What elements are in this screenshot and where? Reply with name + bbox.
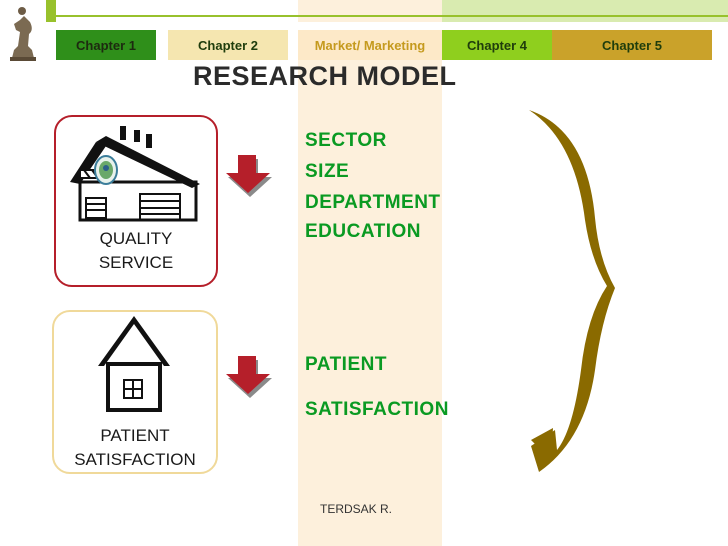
house-icon — [94, 314, 174, 419]
down-arrow-icon — [224, 356, 276, 407]
chess-piece-icon — [0, 0, 46, 64]
variable-patient: PATIENT — [305, 354, 387, 375]
top-stripe-3 — [442, 0, 728, 22]
tab-chapter-4[interactable]: Chapter 4 — [442, 30, 552, 60]
brace-arrow-icon — [515, 100, 615, 485]
tab-label: Chapter 5 — [602, 37, 662, 53]
house-icon — [60, 122, 210, 233]
label-line: QUALITY — [99, 229, 173, 248]
label-line: SERVICE — [98, 253, 174, 272]
tab-label: Chapter 1 — [76, 37, 136, 53]
top-stripe-2 — [298, 0, 442, 22]
label-line: SATISFACTION — [74, 450, 196, 469]
tab-label: Market/ Marketing — [314, 37, 426, 53]
down-arrow-icon — [224, 155, 276, 206]
patient-satisfaction-label: PATIENT SATISFACTION — [46, 424, 224, 472]
variable-department: DEPARTMENT — [305, 192, 441, 213]
top-stripe-1 — [46, 0, 56, 22]
center-column — [298, 60, 442, 546]
tab-chapter-2[interactable]: Chapter 2 — [168, 30, 288, 60]
tab-chapter-5[interactable]: Chapter 5 — [552, 30, 712, 60]
logo-icon — [94, 155, 118, 185]
quality-service-label: QUALITY SERVICE — [56, 227, 216, 275]
variable-sector: SECTOR — [305, 130, 387, 151]
tab-chapter-1[interactable]: Chapter 1 — [56, 30, 156, 60]
tab-label: Chapter 2 — [198, 37, 258, 53]
top-rule — [56, 15, 728, 17]
tab-label: Chapter 4 — [467, 37, 527, 53]
patient-satisfaction-box: PATIENT SATISFACTION — [52, 310, 218, 474]
quality-service-box: QUALITY SERVICE — [54, 115, 218, 287]
author-footer: TERDSAK R. — [320, 502, 393, 516]
variable-education: EDUCATION — [305, 221, 422, 242]
tab-market-marketing[interactable]: Market/ Marketing — [298, 30, 442, 60]
variable-size: SIZE — [305, 161, 350, 182]
label-line: PATIENT — [100, 426, 170, 445]
slide-title: RESEARCH MODEL — [193, 61, 457, 91]
variable-satisfaction: SATISFACTION — [305, 399, 449, 420]
